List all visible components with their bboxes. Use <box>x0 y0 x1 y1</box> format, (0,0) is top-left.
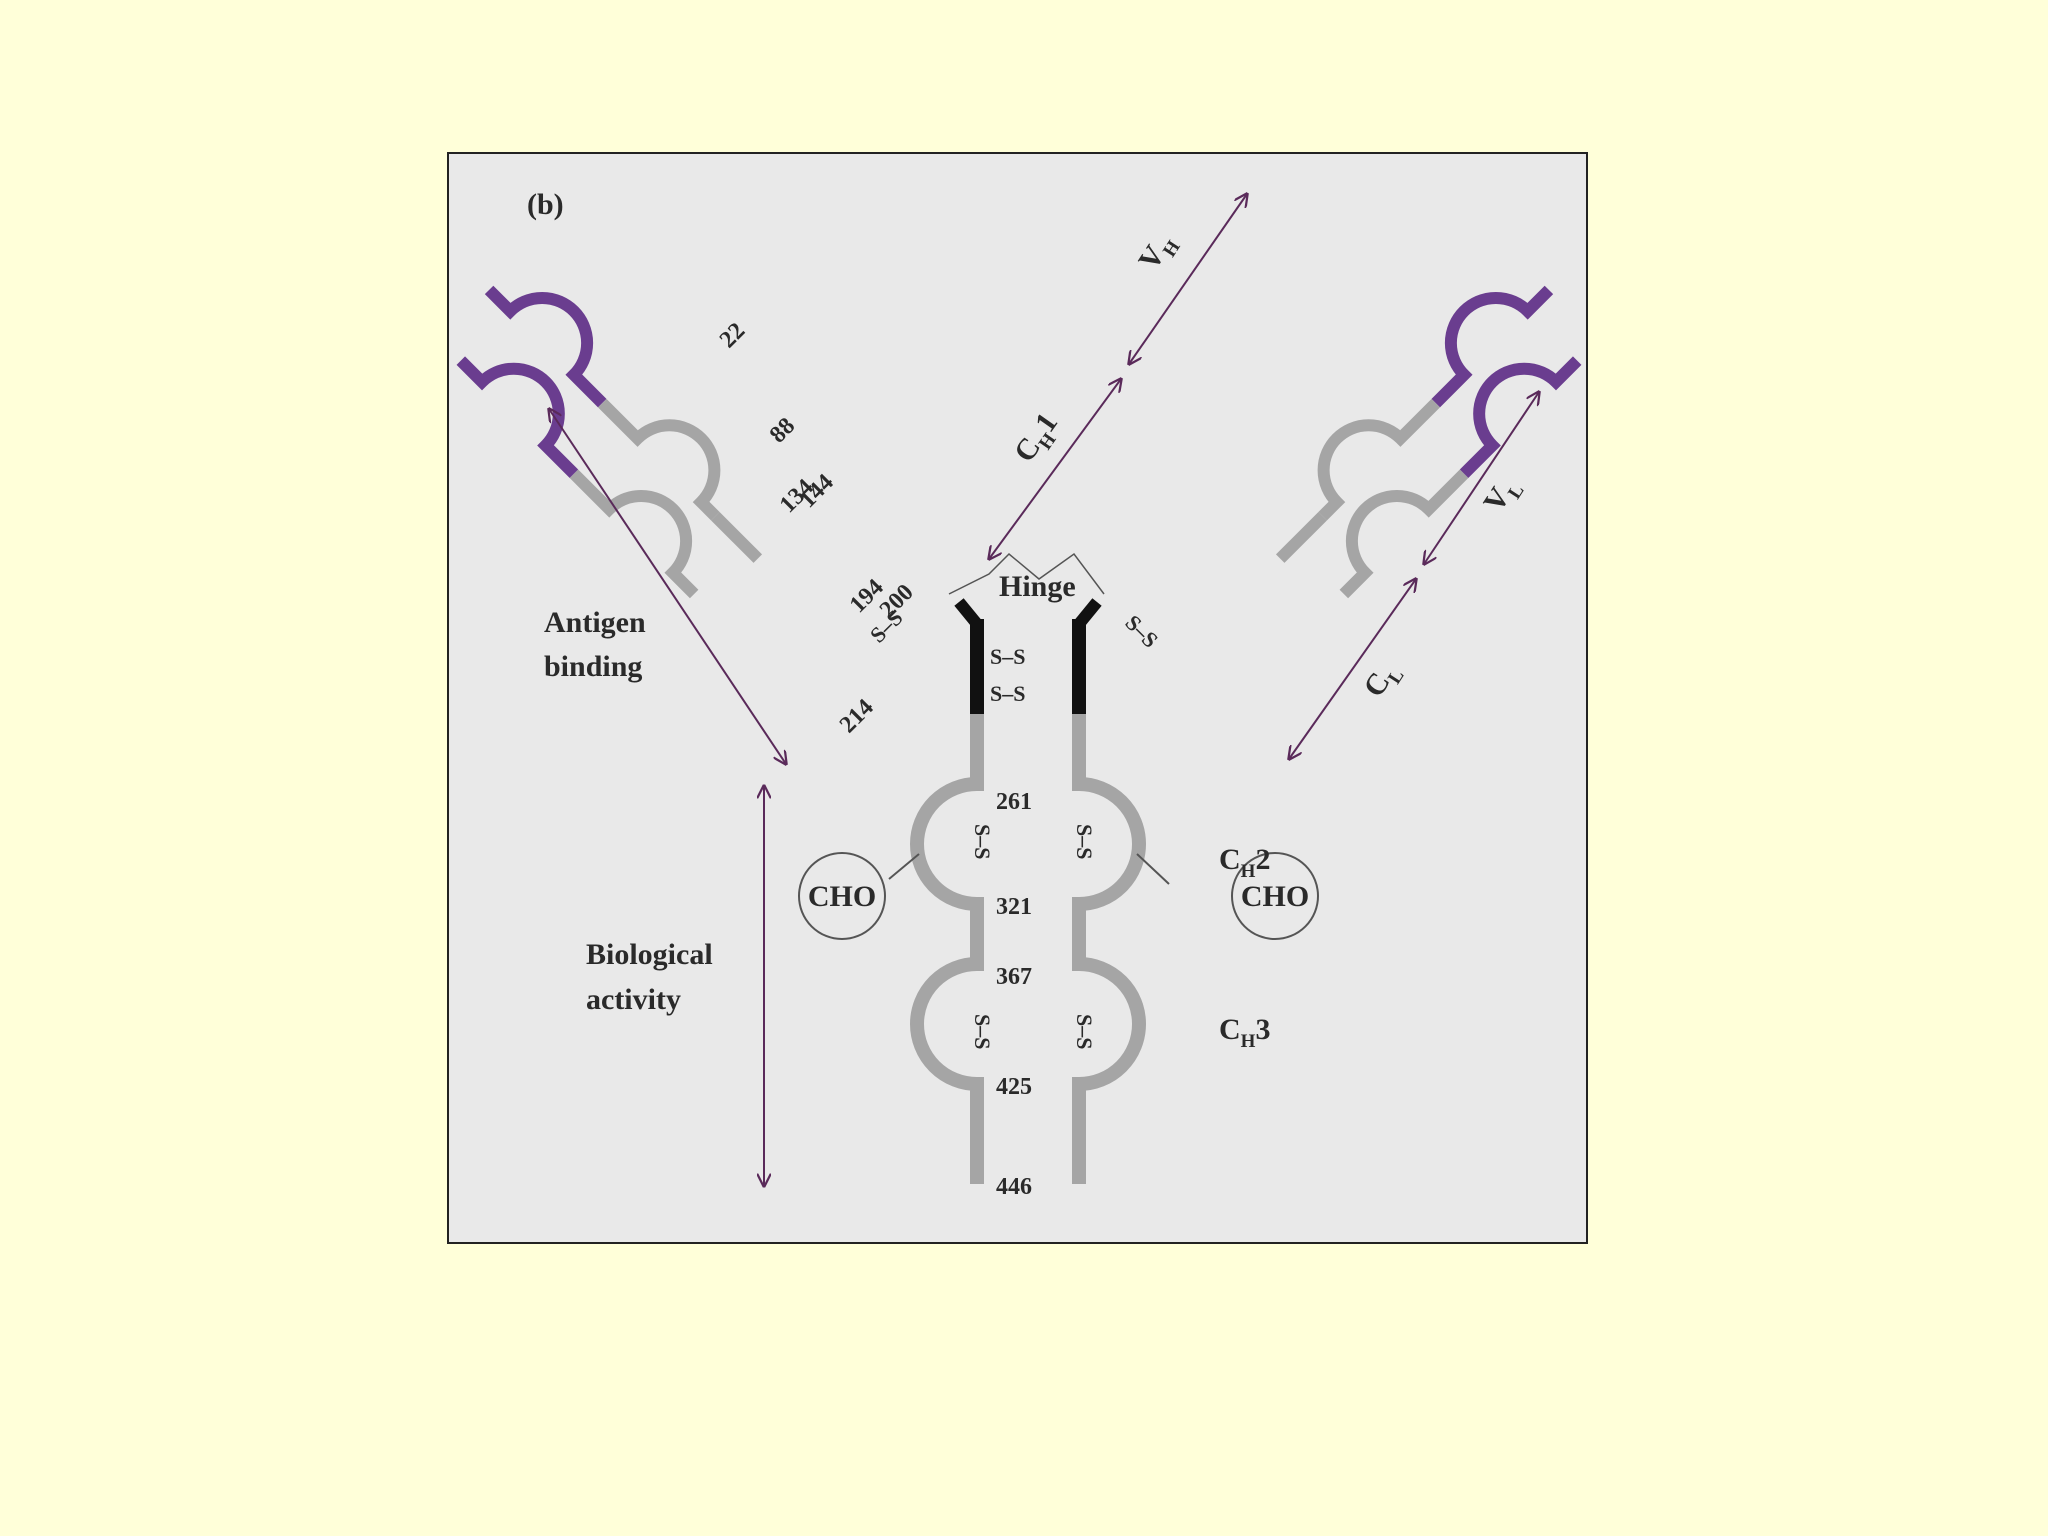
residue-321: 321 <box>996 894 1032 920</box>
vh-label: VH <box>1132 227 1185 279</box>
cho-right: CHO <box>1241 880 1309 913</box>
ch3-suffix: 3 <box>1255 1013 1270 1046</box>
biological-activity-label-1: Biological <box>586 938 713 971</box>
left-cl-domain <box>569 469 699 599</box>
vl-label: VL <box>1477 471 1528 521</box>
antigen-binding-arrow <box>549 409 786 764</box>
antigen-binding-label-1: Antigen <box>544 606 646 639</box>
right-cl-domain <box>1339 469 1469 599</box>
ch2-main: C <box>1219 843 1241 876</box>
right-ch2-domain <box>1072 714 1146 934</box>
fc-left-disulfide-1: S–S <box>970 824 995 859</box>
ch3-label: CH3 <box>1219 1013 1270 1052</box>
left-heavy-chain <box>484 285 763 563</box>
fc-right-disulfide-2: S–S <box>1072 1014 1097 1049</box>
fab-right-interchain-disulfide: S–S <box>1120 610 1163 653</box>
antibody-figure: (b) <box>447 152 1588 1244</box>
vl-arrow <box>1424 392 1539 564</box>
right-ch1-domain <box>1317 398 1441 521</box>
hinge-label: Hinge <box>999 570 1076 603</box>
left-ch2-domain <box>910 714 984 934</box>
biological-activity-label-2: activity <box>586 983 681 1016</box>
left-vh-domain <box>484 285 607 408</box>
ch3-sub: H <box>1241 1031 1256 1052</box>
left-ch3-domain <box>910 934 984 1184</box>
antigen-binding-label-2: binding <box>544 650 642 683</box>
hinge-disulfide-2: S–S <box>990 681 1025 706</box>
right-vh-domain <box>1431 285 1554 408</box>
panel-label: (b) <box>527 188 564 221</box>
svg-text:CL: CL <box>1357 656 1408 706</box>
vh-arrow <box>1129 194 1247 364</box>
ch2-label: CH2 <box>1219 843 1270 882</box>
residue-446: 446 <box>996 1174 1032 1200</box>
residue-261: 261 <box>996 789 1032 815</box>
ch2-suffix: 2 <box>1255 843 1270 876</box>
residue-425: 425 <box>996 1074 1032 1100</box>
right-ch3-domain <box>1072 934 1146 1184</box>
fc-region: S–S S–S S–S S–S CHO CHO <box>798 714 1319 1184</box>
right-heavy-chain <box>1275 285 1554 563</box>
ch3-main: C <box>1219 1013 1241 1046</box>
hinge-disulfide-1: S–S <box>990 644 1025 669</box>
hinge-region: S–S S–S Hinge <box>948 552 1105 714</box>
antibody-diagram: (b) <box>456 188 1582 1200</box>
fc-left-disulfide-2: S–S <box>970 1014 995 1049</box>
cl-arrow <box>1289 579 1416 759</box>
left-fab-arm <box>456 285 763 599</box>
residue-22: 22 <box>715 318 750 353</box>
residue-367: 367 <box>996 964 1032 990</box>
ch1-arrow <box>989 379 1121 559</box>
cho-left: CHO <box>808 880 876 913</box>
residue-88: 88 <box>765 413 800 448</box>
residue-214: 214 <box>835 694 879 738</box>
fc-right-disulfide-1: S–S <box>1072 824 1097 859</box>
left-light-chain <box>456 356 699 599</box>
cl-label: CL <box>1357 656 1408 706</box>
ch2-sub: H <box>1241 861 1256 882</box>
svg-text:VL: VL <box>1477 471 1528 521</box>
right-fab-arm <box>1275 285 1582 599</box>
svg-text:VH: VH <box>1132 227 1185 279</box>
right-light-chain <box>1339 356 1582 599</box>
